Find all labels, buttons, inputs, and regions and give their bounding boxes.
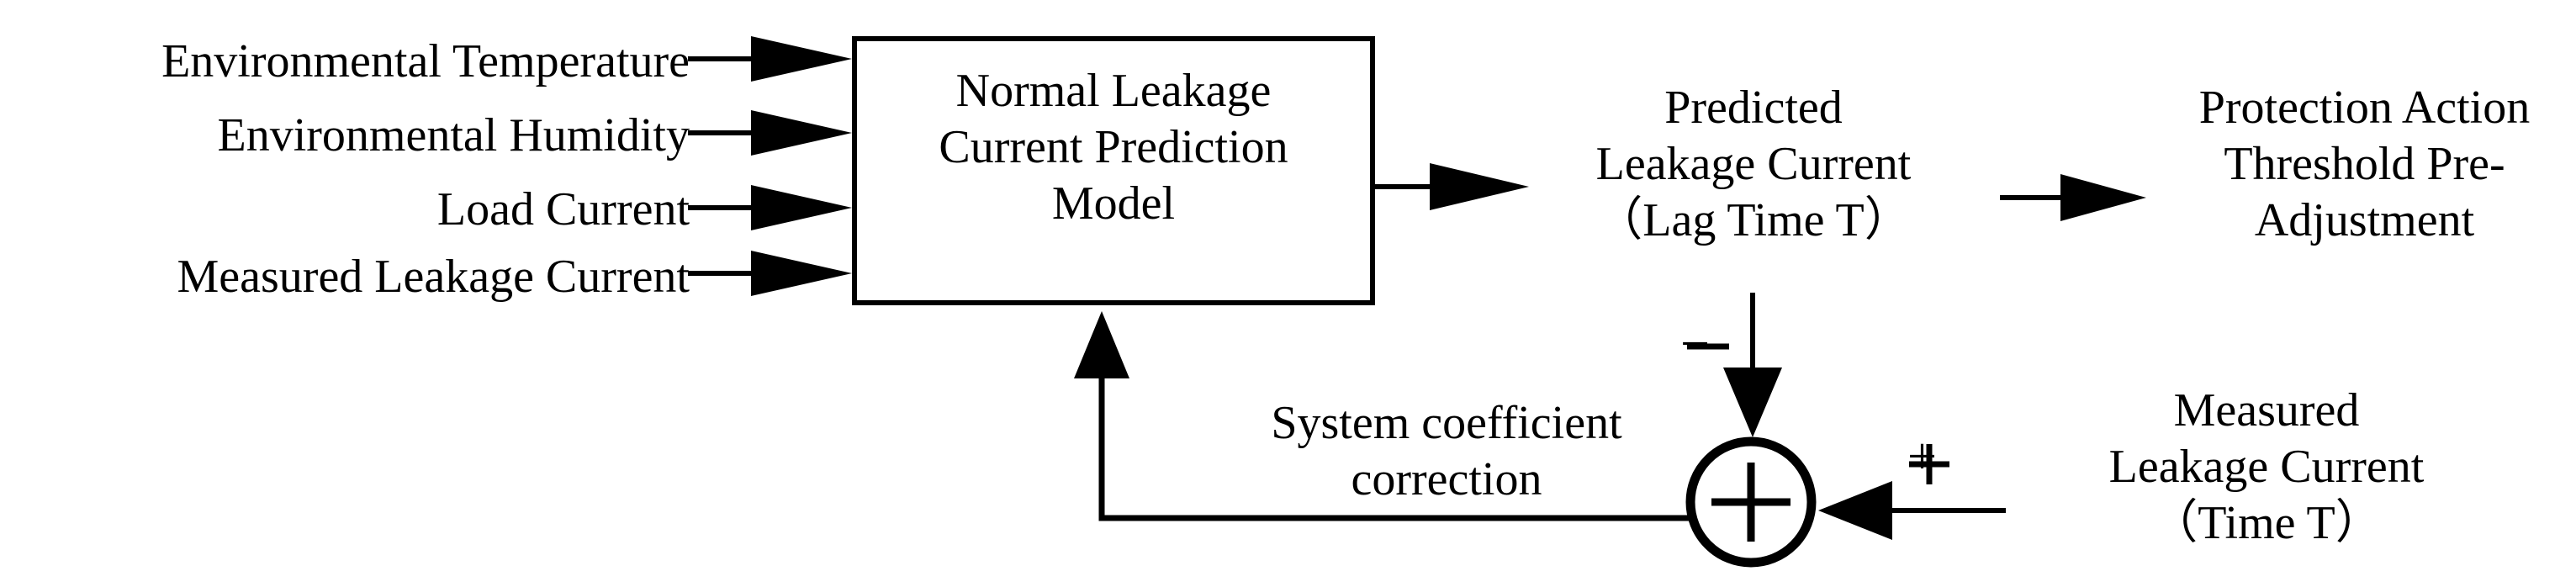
input-label-environmental-temperature: Environmental Temperature — [161, 35, 690, 87]
arrowhead-input-1-icon — [751, 36, 852, 82]
predicted-leakage-current-label: Predicted Leakage Current （Lag Time T） — [1595, 82, 1912, 247]
arrowhead-model-output-icon — [1430, 163, 1529, 210]
arrowhead-feedback-icon — [1074, 311, 1129, 378]
arrowhead-predicted-to-sum-icon — [1723, 368, 1782, 437]
input-label-environmental-humidity: Environmental Humidity — [217, 109, 690, 161]
arrowhead-input-3-icon — [751, 185, 852, 230]
model-block-label: Normal Leakage Current Prediction Model — [939, 65, 1288, 230]
protection-action-threshold-label: Protection Action Threshold Pre- Adjustm… — [2198, 82, 2531, 247]
arrowhead-measured-feedback-icon — [1818, 481, 1892, 540]
measured-leakage-current-time-t-label: Measured Leakage Current （Time T） — [2108, 384, 2425, 550]
input-label-measured-leakage-current: Measured Leakage Current — [177, 251, 690, 303]
arrowhead-input-2-icon — [751, 110, 852, 156]
arrowhead-protection-action-icon — [2060, 174, 2146, 221]
summing-junction-circle — [1685, 436, 1817, 568]
input-label-load-current: Load Current — [436, 183, 690, 235]
plus-sign-annotation: + — [1907, 428, 1937, 485]
minus-sign-annotation: − — [1680, 315, 1710, 373]
system-coefficient-correction-label: System coefficient correction — [1271, 397, 1622, 506]
arrowhead-input-4-icon — [751, 251, 852, 296]
